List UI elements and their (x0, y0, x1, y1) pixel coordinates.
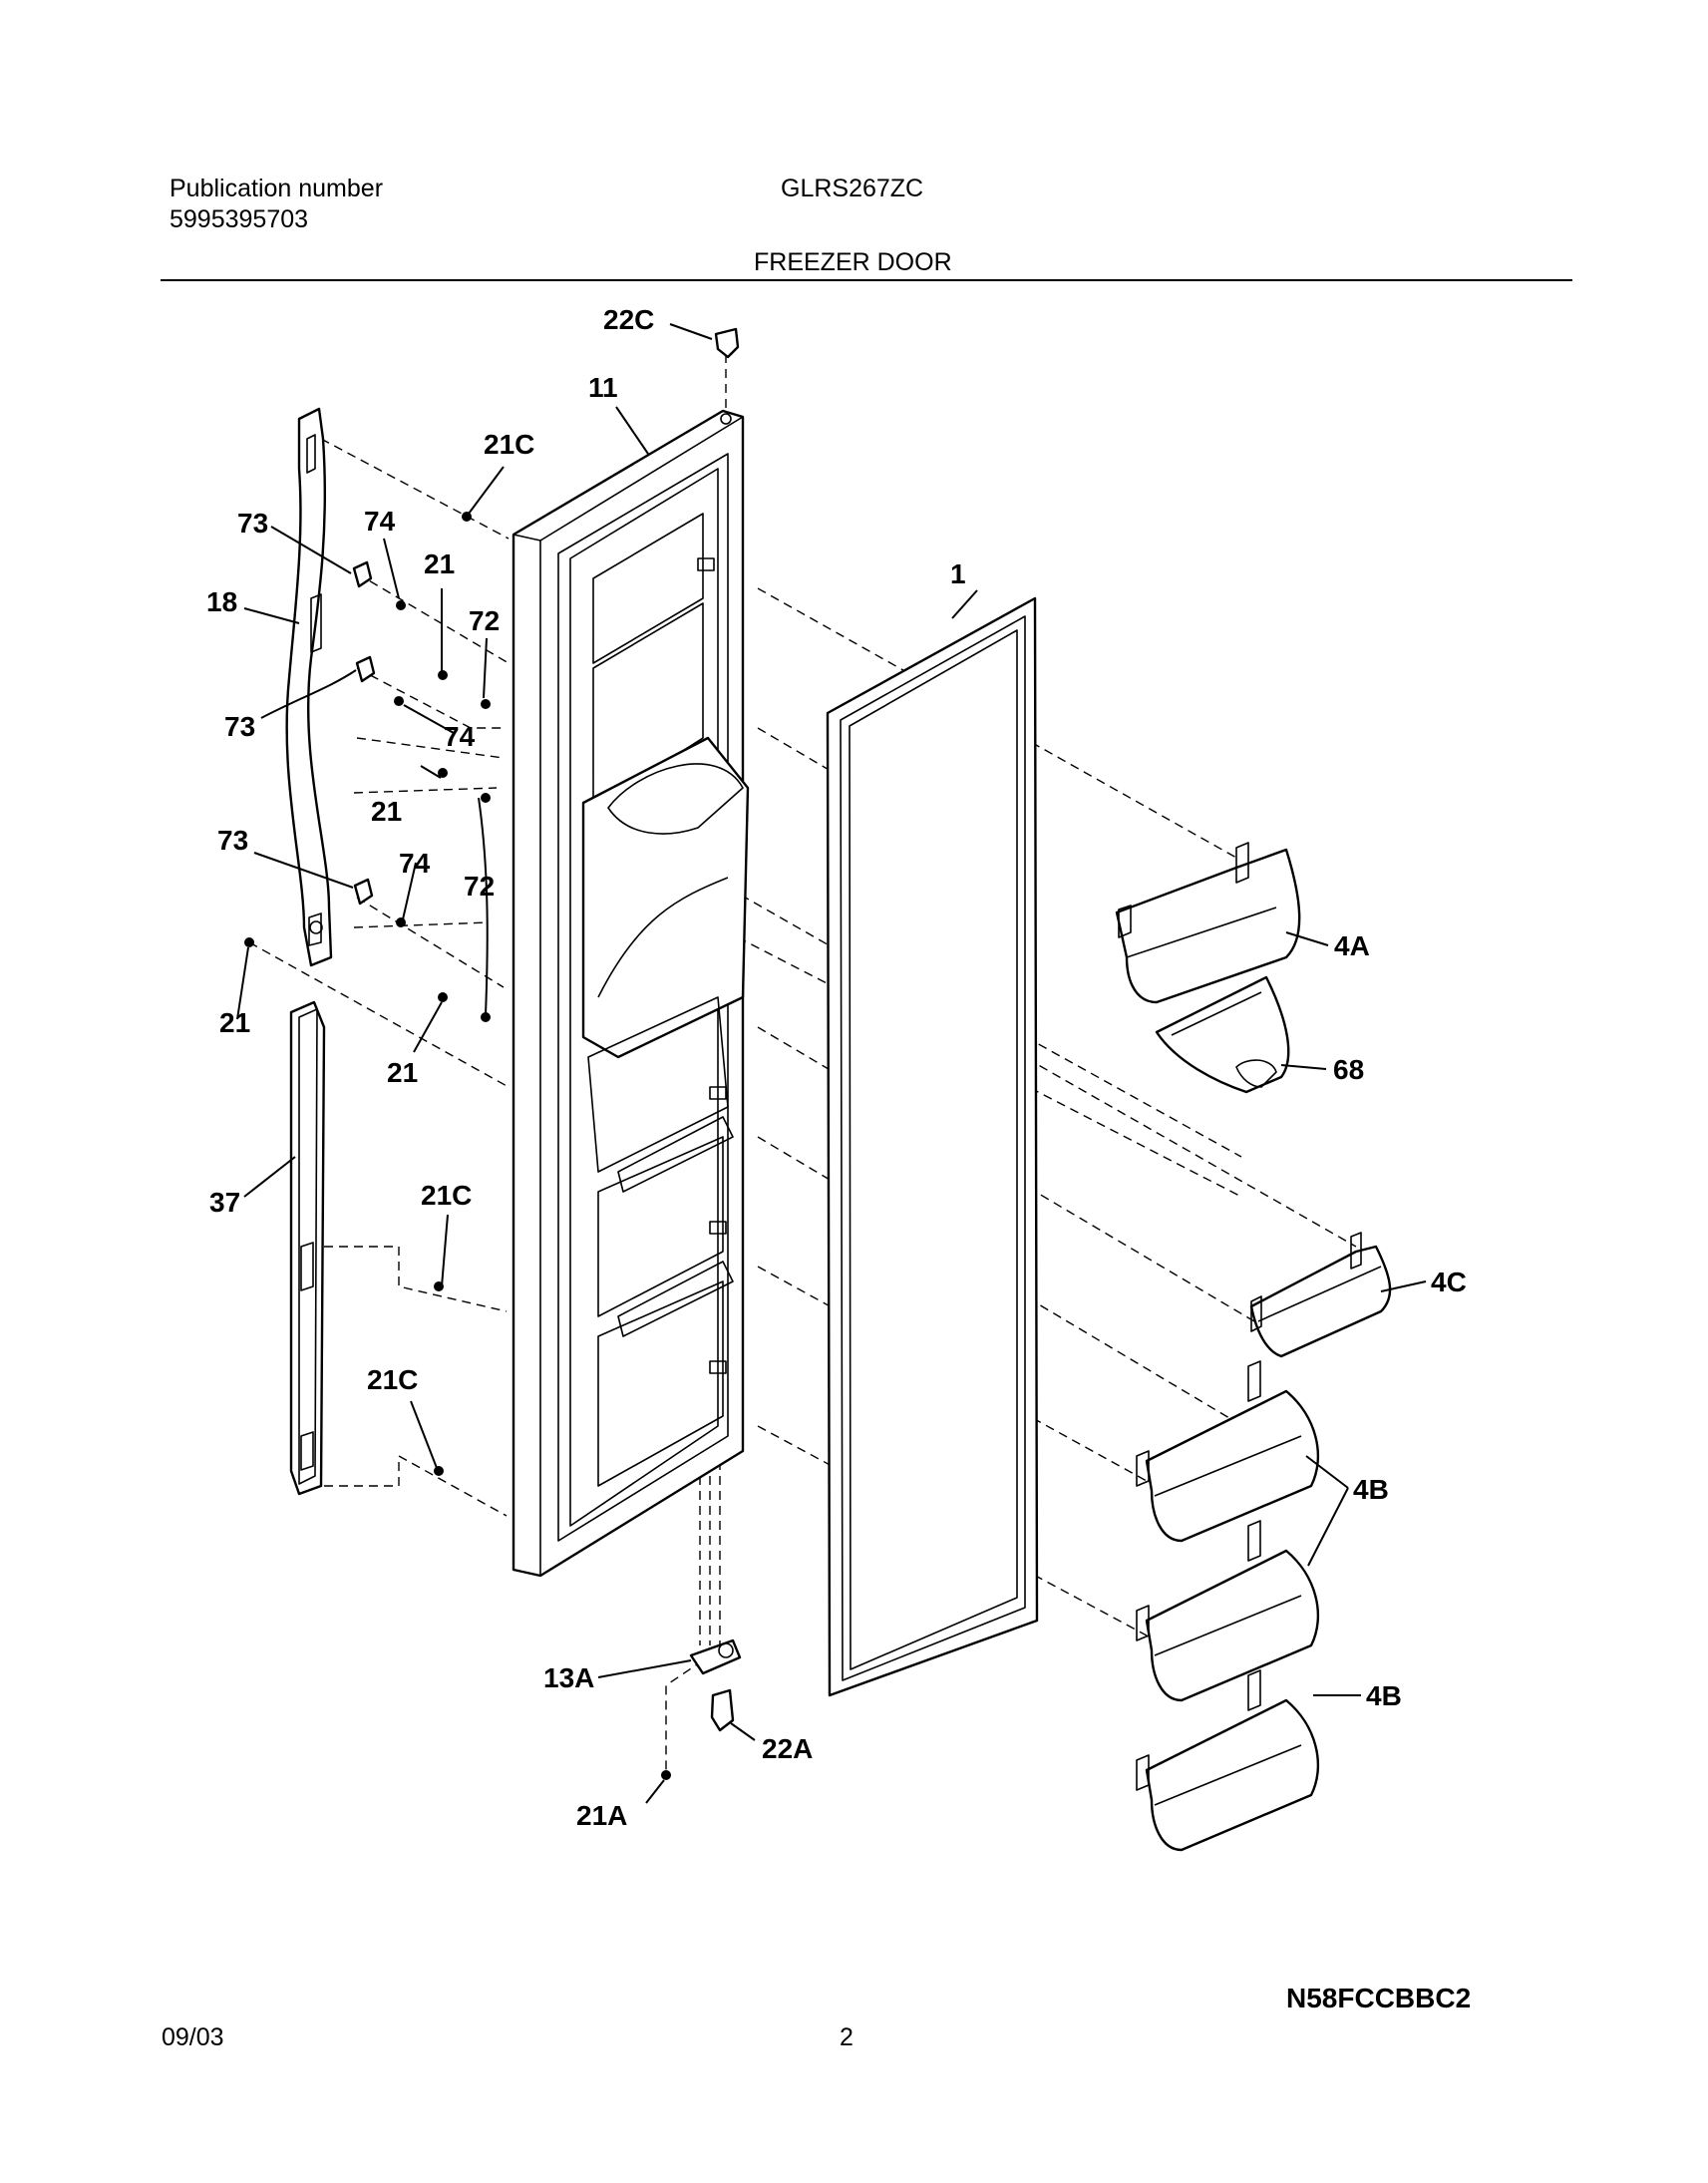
callout-18: 18 (206, 586, 237, 617)
callout-11: 11 (588, 372, 618, 403)
bin-4b-upper (1136, 1360, 1319, 1543)
callout-74-a: 74 (364, 506, 396, 537)
door-gasket (826, 596, 1039, 1697)
callout-74-c: 74 (399, 848, 431, 879)
diagram-code: N58FCCBBC2 (1286, 1983, 1472, 2013)
callout-21-a: 21 (424, 548, 455, 579)
callout-74-b: 74 (444, 721, 476, 752)
callout-labels: 22C 11 21C 73 74 21 72 18 73 74 21 73 74… (206, 304, 1467, 1831)
page-number: 2 (840, 2023, 854, 2051)
bin-4c (1249, 1232, 1392, 1358)
callout-21-b: 21 (371, 796, 402, 827)
leader-lines (236, 323, 1427, 1804)
callout-73-c: 73 (217, 825, 248, 856)
bin-4b-lower (1136, 1669, 1319, 1852)
callout-21c-low: 21C (367, 1364, 418, 1395)
callout-37: 37 (209, 1187, 240, 1218)
callout-21-d: 21 (387, 1057, 418, 1088)
callout-72-a: 72 (469, 605, 500, 636)
hardware (244, 327, 742, 1780)
callout-22a: 22A (762, 1733, 813, 1764)
bin-4b-middle (1136, 1520, 1319, 1702)
cup-68 (1155, 975, 1290, 1094)
callout-21c-mid: 21C (421, 1180, 472, 1211)
bin-4a (1115, 842, 1301, 1004)
callout-1: 1 (950, 558, 966, 589)
callout-4a: 4A (1334, 930, 1370, 961)
callout-68: 68 (1333, 1054, 1364, 1085)
publication-number: 5995395703 (170, 205, 309, 233)
handle-upper (285, 407, 333, 967)
callout-4c: 4C (1431, 1267, 1467, 1297)
publication-label: Publication number (170, 175, 384, 202)
footer-date: 09/03 (162, 2023, 224, 2051)
callout-21-c: 21 (219, 1007, 250, 1038)
callout-72-b: 72 (464, 871, 495, 902)
model-number: GLRS267ZC (781, 175, 924, 202)
door-shell (512, 409, 750, 1578)
header-rule (161, 279, 1572, 281)
section-title: FREEZER DOOR (754, 248, 952, 276)
callout-13a: 13A (543, 1662, 594, 1693)
callout-4b-a: 4B (1353, 1474, 1389, 1505)
callout-73-b: 73 (224, 711, 255, 742)
callout-73-a: 73 (237, 508, 268, 539)
handle-lower-trim (289, 1000, 326, 1496)
callout-22c-top: 22C (603, 304, 654, 335)
callout-21c-top: 21C (484, 429, 534, 460)
callout-4b-b: 4B (1366, 1680, 1402, 1711)
callout-21a: 21A (576, 1800, 627, 1831)
